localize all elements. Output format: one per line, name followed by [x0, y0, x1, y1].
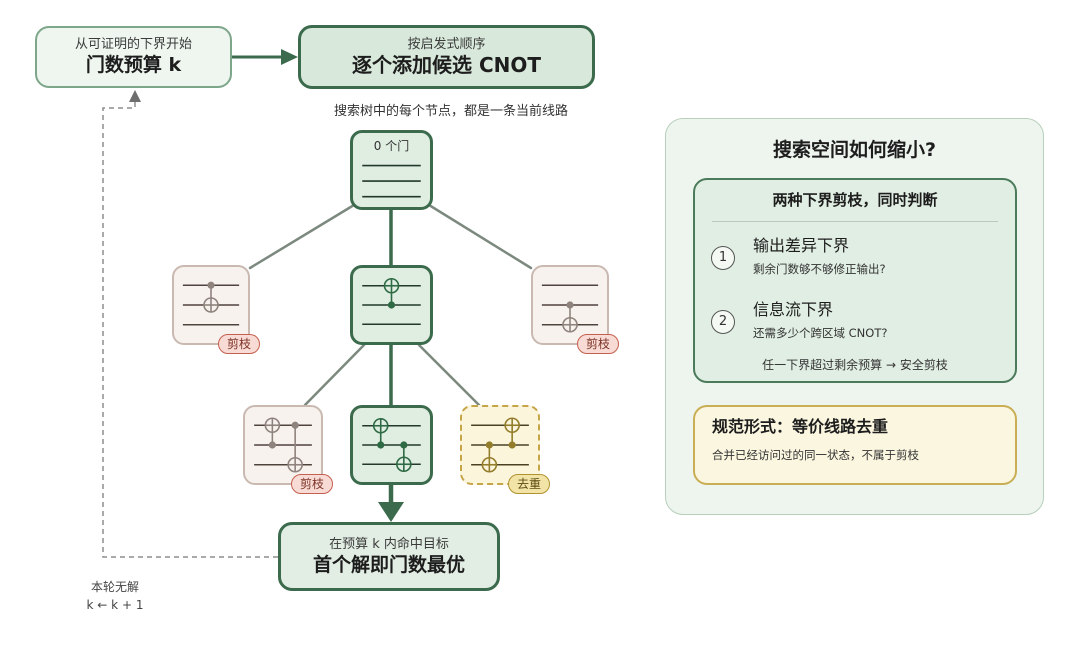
start-budget-box: 从可证明的下界开始 门数预算 k [35, 26, 232, 88]
circuit-diagram [254, 417, 312, 473]
cnot-control-dot [485, 441, 493, 449]
pruned-badge: 剪枝 [290, 474, 333, 494]
cnot-control-dot [207, 281, 215, 289]
circuit-diagram [362, 417, 421, 473]
canonical-title: 规范形式：等价线路去重 [712, 417, 889, 436]
candidate-node-pruned-left: 剪枝 [172, 265, 260, 354]
start-box-subtitle: 从可证明的下界开始 [74, 37, 192, 52]
dedup-badge: 去重 [507, 474, 550, 494]
bound-item-output-difference: 1 输出差异下界 剩余门数够不够修正输出? [695, 236, 1015, 286]
canonical-description: 合并已经访问过的同一状态，不属于剪枝 [712, 448, 919, 462]
expand-box-subtitle: 按启发式顺序 [407, 37, 486, 52]
candidate-node-selected [350, 265, 433, 345]
canonical-form-box: 规范形式：等价线路去重 合并已经访问过的同一状态，不属于剪枝 [693, 405, 1017, 485]
edge-root-to-pruned-right [427, 203, 533, 270]
bound-item-title: 输出差异下界 [753, 236, 850, 255]
bounds-footer: 任一下界超过剩余预算 → 安全剪枝 [762, 358, 948, 372]
number-circle: 1 [711, 246, 735, 270]
edge-root-to-pruned-left [248, 203, 356, 270]
cnot-control-dot [400, 441, 408, 449]
pruned-badge: 剪枝 [217, 334, 260, 354]
edge-selected-to-level2-duplicate [417, 343, 481, 407]
cnot-control-dot [508, 441, 516, 449]
panel-title: 搜索空间如何缩小? [772, 139, 937, 161]
level2-node-duplicate: 去重 [460, 405, 550, 494]
candidate-node-pruned-right: 剪枝 [531, 265, 619, 354]
circuit-diagram [362, 277, 421, 326]
pruned-badge: 剪枝 [576, 334, 619, 354]
retry-note: 本轮无解 k ← k + 1 [70, 578, 160, 614]
level2-node-pruned: 剪枝 [243, 405, 333, 494]
level2-node-selected [350, 405, 433, 485]
bound-item-description: 还需多少个跨区域 CNOT? [753, 326, 888, 340]
circuit-diagram [182, 281, 240, 326]
cnot-control-dot [566, 301, 574, 309]
circuit-diagram [541, 284, 599, 333]
retry-loop-dashed-line [102, 101, 278, 558]
retry-note-line2: k ← k + 1 [86, 598, 144, 612]
number-circle: 2 [711, 310, 735, 334]
expand-candidates-box: 按启发式顺序 逐个添加候选 CNOT [298, 25, 595, 89]
cnot-control-dot [291, 421, 299, 429]
bound-item-information-flow: 2 信息流下界 还需多少个跨区域 CNOT? [695, 300, 1015, 350]
arrowhead-start-to-expand [281, 49, 298, 65]
arrowhead-to-goal [378, 502, 404, 522]
bound-item-title: 信息流下界 [753, 300, 834, 319]
retry-loop-arrowhead [129, 90, 141, 102]
root-node-label: 0 个门 [373, 139, 410, 153]
cnot-control-dot [387, 301, 396, 309]
cnot-control-dot [268, 441, 276, 449]
expand-box-title: 逐个添加候选 CNOT [351, 53, 542, 77]
tree-caption: 搜索树中的每个节点，都是一条当前线路 [333, 104, 568, 119]
circuit-diagram [362, 164, 421, 198]
retry-note-line1: 本轮无解 [90, 580, 139, 594]
goal-box-subtitle: 在预算 k 内命中目标 [329, 536, 449, 552]
pruning-explanation-panel: 搜索空间如何缩小? 两种下界剪枝，同时判断 1 输出差异下界 剩余门数够不够修正… [665, 118, 1044, 515]
goal-box-title: 首个解即门数最优 [312, 553, 465, 576]
circuit-diagram [471, 417, 529, 473]
goal-box: 在预算 k 内命中目标 首个解即门数最优 [278, 522, 500, 591]
bounds-title: 两种下界剪枝，同时判断 [772, 191, 938, 209]
lower-bounds-box: 两种下界剪枝，同时判断 1 输出差异下界 剩余门数够不够修正输出? 2 信息流下… [693, 178, 1017, 383]
root-node: 0 个门 [350, 130, 433, 210]
bounds-divider [712, 221, 998, 222]
edge-selected-to-level2-pruned [303, 343, 366, 407]
bound-item-description: 剩余门数够不够修正输出? [753, 262, 886, 276]
start-box-title: 门数预算 k [85, 54, 182, 76]
cnot-control-dot [377, 441, 385, 449]
